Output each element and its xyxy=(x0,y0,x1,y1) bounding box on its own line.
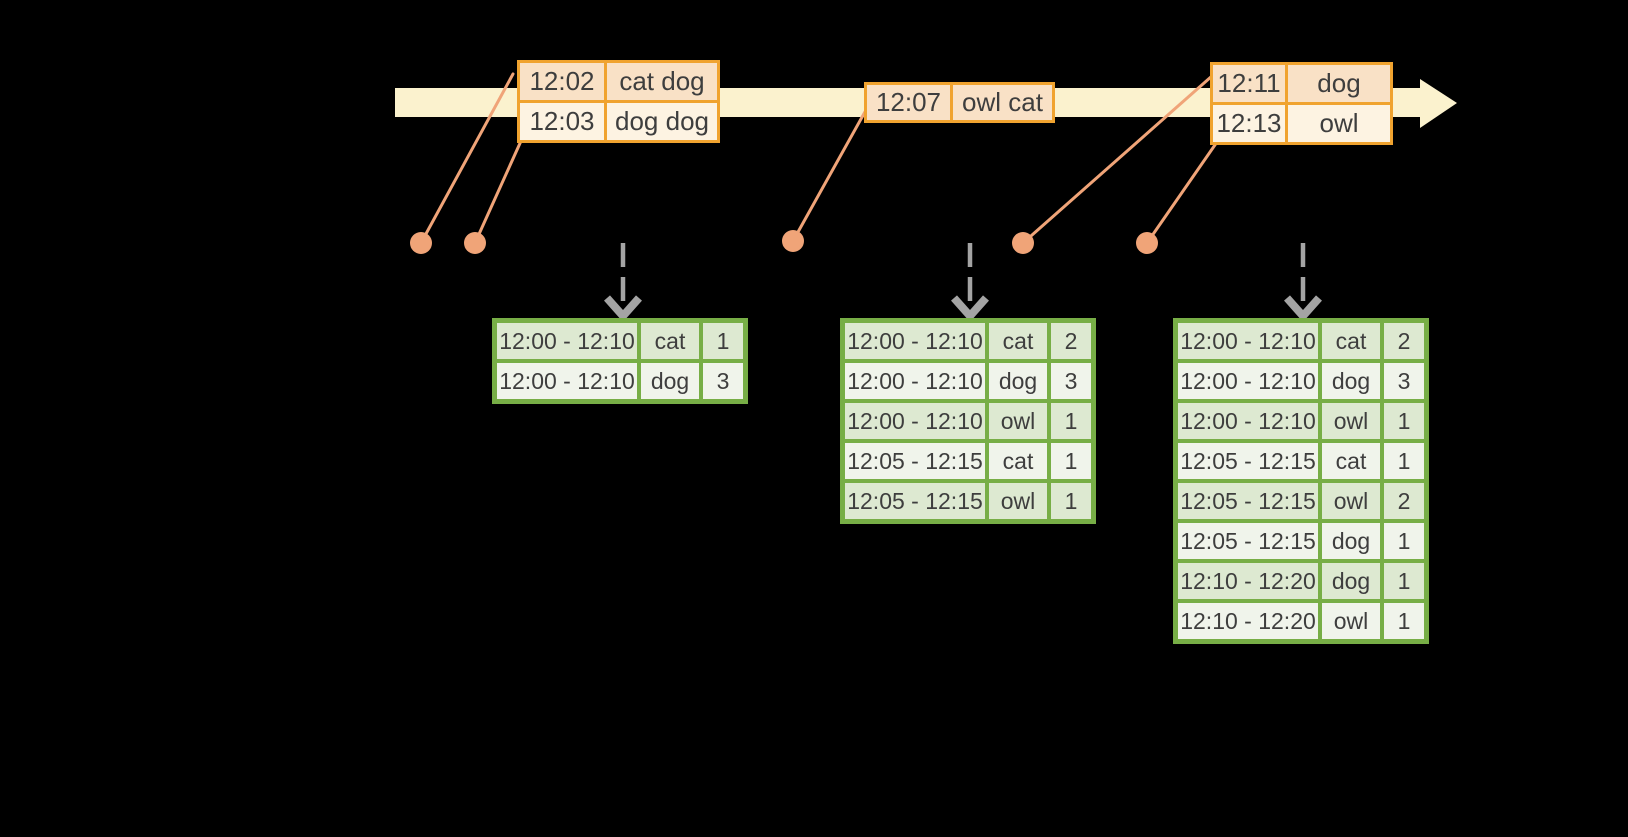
result-count: 2 xyxy=(1384,323,1424,359)
result-word: dog xyxy=(641,363,699,399)
event-dot xyxy=(464,232,486,254)
result-table-3: 12:00 - 12:10 cat 2 12:00 - 12:10 dog 3 … xyxy=(1173,318,1429,644)
result-count: 1 xyxy=(1051,483,1091,519)
result-count: 1 xyxy=(1051,443,1091,479)
result-word: cat xyxy=(1322,443,1380,479)
callout-line xyxy=(791,108,868,243)
event-time: 12:02 xyxy=(520,63,604,100)
result-word: owl xyxy=(1322,603,1380,639)
result-word: owl xyxy=(989,483,1047,519)
result-window: 12:00 - 12:10 xyxy=(1178,363,1318,399)
event-time: 12:11 xyxy=(1213,65,1285,102)
result-count: 1 xyxy=(1384,443,1424,479)
result-table-1: 12:00 - 12:10 cat 1 12:00 - 12:10 dog 3 xyxy=(492,318,748,404)
result-window: 12:05 - 12:15 xyxy=(1178,483,1318,519)
result-count: 1 xyxy=(1384,603,1424,639)
result-window: 12:00 - 12:10 xyxy=(1178,323,1318,359)
result-count: 3 xyxy=(703,363,743,399)
callout-line xyxy=(1021,74,1214,245)
result-word: owl xyxy=(989,403,1047,439)
result-word: cat xyxy=(1322,323,1380,359)
event-dots xyxy=(410,230,1158,254)
arrow-down-icon xyxy=(951,295,989,323)
result-word: cat xyxy=(989,443,1047,479)
result-count: 1 xyxy=(1051,403,1091,439)
result-table-2: 12:00 - 12:10 cat 2 12:00 - 12:10 dog 3 … xyxy=(840,318,1096,524)
event-table-1: 12:02 cat dog 12:03 dog dog xyxy=(517,60,720,143)
event-words: cat dog xyxy=(607,63,717,100)
event-table-2: 12:07 owl cat xyxy=(864,82,1055,123)
event-time: 12:03 xyxy=(520,103,604,140)
event-words: owl xyxy=(1288,105,1390,142)
result-word: owl xyxy=(1322,483,1380,519)
event-table-3: 12:11 dog 12:13 owl xyxy=(1210,62,1393,145)
result-word: dog xyxy=(1322,563,1380,599)
trigger-arrows xyxy=(604,243,1322,323)
event-time: 12:07 xyxy=(867,85,950,120)
result-word: cat xyxy=(641,323,699,359)
arrow-down-icon xyxy=(604,295,642,323)
result-count: 2 xyxy=(1384,483,1424,519)
result-window: 12:00 - 12:10 xyxy=(845,323,985,359)
result-word: dog xyxy=(1322,523,1380,559)
result-window: 12:05 - 12:15 xyxy=(1178,443,1318,479)
event-time: 12:13 xyxy=(1213,105,1285,142)
callout-line xyxy=(473,139,523,245)
result-window: 12:10 - 12:20 xyxy=(1178,603,1318,639)
arrow-down-icon xyxy=(1284,295,1322,323)
result-window: 12:05 - 12:15 xyxy=(845,443,985,479)
event-words: dog dog xyxy=(607,103,717,140)
result-window: 12:00 - 12:10 xyxy=(497,323,637,359)
result-word: dog xyxy=(1322,363,1380,399)
callout-line xyxy=(1145,140,1219,245)
result-count: 1 xyxy=(1384,403,1424,439)
result-word: owl xyxy=(1322,403,1380,439)
event-words: owl cat xyxy=(953,85,1052,120)
result-word: cat xyxy=(989,323,1047,359)
result-window: 12:05 - 12:15 xyxy=(1178,523,1318,559)
result-count: 1 xyxy=(1384,563,1424,599)
event-dot xyxy=(1012,232,1034,254)
timeline-arrow-icon xyxy=(1420,79,1457,128)
event-dot xyxy=(782,230,804,252)
callout-line xyxy=(419,72,515,245)
result-count: 2 xyxy=(1051,323,1091,359)
event-dot xyxy=(410,232,432,254)
result-window: 12:00 - 12:10 xyxy=(845,363,985,399)
event-words: dog xyxy=(1288,65,1390,102)
callout-lines xyxy=(419,72,1219,245)
result-count: 3 xyxy=(1051,363,1091,399)
result-window: 12:00 - 12:10 xyxy=(1178,403,1318,439)
result-window: 12:00 - 12:10 xyxy=(497,363,637,399)
event-dot xyxy=(1136,232,1158,254)
result-count: 1 xyxy=(1384,523,1424,559)
result-count: 1 xyxy=(703,323,743,359)
result-window: 12:10 - 12:20 xyxy=(1178,563,1318,599)
result-word: dog xyxy=(989,363,1047,399)
result-window: 12:00 - 12:10 xyxy=(845,403,985,439)
result-window: 12:05 - 12:15 xyxy=(845,483,985,519)
result-count: 3 xyxy=(1384,363,1424,399)
